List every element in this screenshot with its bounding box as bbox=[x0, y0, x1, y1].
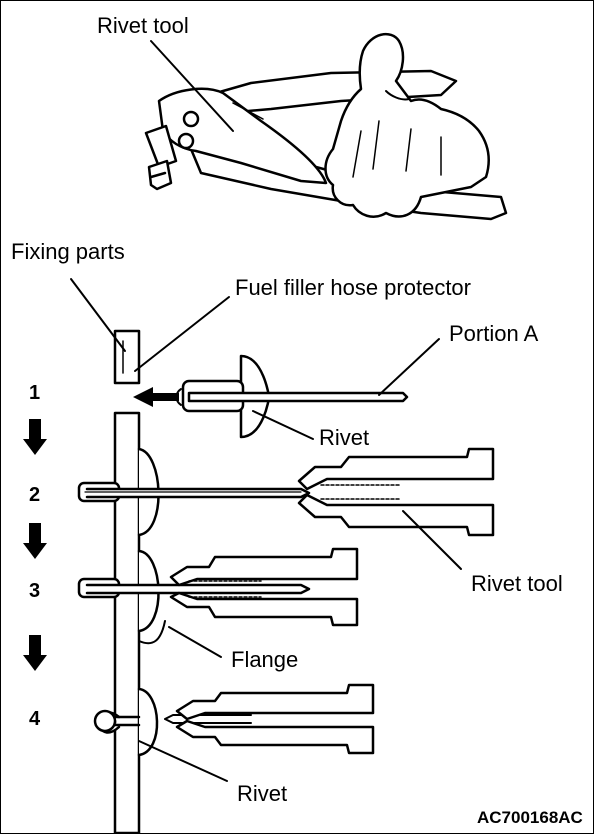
panel-illustration bbox=[113, 411, 141, 833]
label-portion-a: Portion A bbox=[449, 321, 539, 346]
label-flange: Flange bbox=[231, 647, 299, 672]
figure-code: AC700168AC bbox=[477, 808, 583, 827]
rivet-tool-illustration bbox=[144, 32, 508, 221]
down-arrow-icon bbox=[23, 635, 47, 671]
step-1-illustration bbox=[70, 278, 440, 440]
label-rivet-2: Rivet bbox=[237, 781, 288, 806]
step-number-4: 4 bbox=[29, 708, 41, 730]
step-2-illustration bbox=[77, 447, 495, 570]
down-arrow-icon bbox=[23, 419, 47, 455]
label-fuel-filler-hose-protector: Fuel filler hose protector bbox=[235, 275, 471, 300]
label-rivet-tool-side: Rivet tool bbox=[471, 571, 563, 596]
down-arrow-icon bbox=[23, 523, 47, 559]
step-arrows bbox=[23, 419, 47, 671]
step-number-2: 2 bbox=[29, 484, 41, 506]
step-4-illustration bbox=[93, 683, 375, 782]
step-3-illustration bbox=[77, 547, 359, 658]
step-number-1: 1 bbox=[29, 382, 41, 404]
label-rivet-1: Rivet bbox=[319, 425, 370, 450]
label-fixing-parts: Fixing parts bbox=[11, 239, 125, 264]
step-number-3: 3 bbox=[29, 580, 41, 602]
label-rivet-tool-top: Rivet tool bbox=[97, 13, 189, 38]
